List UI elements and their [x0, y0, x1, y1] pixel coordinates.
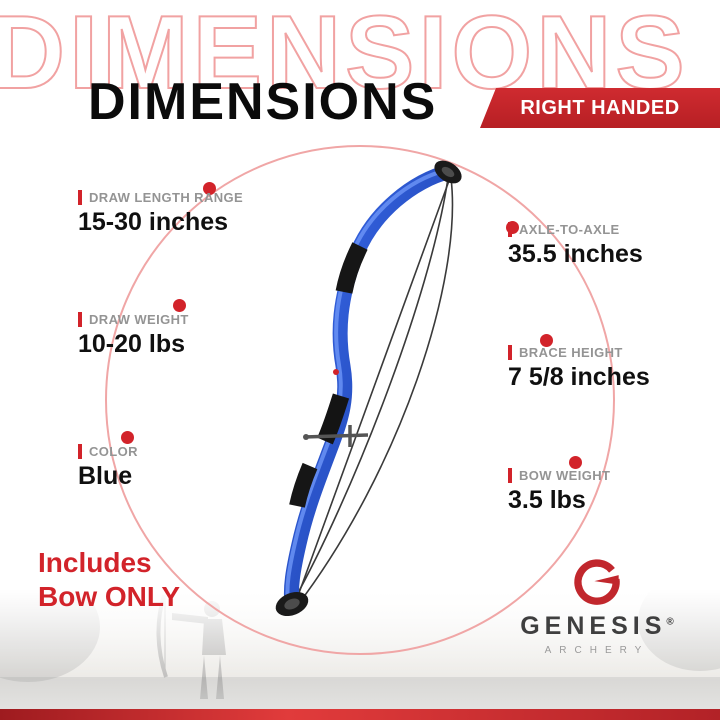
- page-title: DIMENSIONS: [88, 73, 438, 131]
- spec-label: BOW WEIGHT: [519, 468, 611, 483]
- spec-dot-draw-weight: [173, 299, 186, 312]
- spec-bow-weight: BOW WEIGHT 3.5 lbs: [508, 468, 610, 515]
- spec-value: 10-20 lbs: [78, 330, 186, 358]
- archer-leg-left: [200, 655, 208, 699]
- spec-dot-color: [121, 431, 134, 444]
- genesis-g-icon: [574, 559, 620, 605]
- brand-name: GENESIS®: [492, 612, 702, 641]
- spec-draw-weight: DRAW WEIGHT 10-20 lbs: [78, 312, 189, 359]
- spec-dot-bow-weight: [569, 456, 582, 469]
- dimension-circle: [105, 145, 615, 655]
- includes-line2: Bow ONLY: [38, 581, 181, 613]
- right-handed-banner: RIGHT HANDED: [480, 88, 720, 128]
- archer-torso: [202, 619, 226, 655]
- ground: [0, 677, 720, 709]
- spec-label: DRAW LENGTH RANGE: [89, 190, 244, 205]
- spec-value: 3.5 lbs: [508, 486, 586, 514]
- spec-label: DRAW WEIGHT: [89, 312, 189, 327]
- spec-value: 35.5 inches: [508, 240, 643, 268]
- spec-tick: [508, 345, 512, 360]
- spec-color: COLOR Blue: [78, 444, 138, 491]
- spec-tick: [78, 444, 82, 459]
- genesis-logo: GENESIS® ARCHERY: [492, 556, 702, 656]
- spec-dot-draw-length: [203, 182, 216, 195]
- spec-axle-to-axle: AXLE-TO-AXLE 35.5 inches: [508, 222, 643, 269]
- spec-tick: [508, 468, 512, 483]
- registered-mark: ®: [666, 616, 674, 628]
- archer-leg-right: [216, 655, 224, 699]
- bottom-red-bar: [0, 709, 720, 720]
- spec-label: COLOR: [89, 444, 138, 459]
- includes-line1: Includes: [38, 547, 152, 578]
- spec-value: 15-30 inches: [78, 208, 229, 236]
- spec-draw-length-range: DRAW LENGTH RANGE 15-30 inches: [78, 190, 243, 237]
- spec-tick: [508, 222, 512, 237]
- brand-sub: ARCHERY: [544, 645, 650, 656]
- spec-brace-height: BRACE HEIGHT 7 5/8 inches: [508, 345, 650, 392]
- banner-label: RIGHT HANDED: [520, 96, 680, 119]
- spec-value: Blue: [78, 462, 133, 490]
- spec-label: BRACE HEIGHT: [519, 345, 623, 360]
- spec-tick: [78, 312, 82, 327]
- spec-label: AXLE-TO-AXLE: [519, 222, 620, 237]
- archer-arm: [172, 613, 208, 624]
- brand-text: GENESIS: [520, 612, 667, 640]
- spec-value: 7 5/8 inches: [508, 363, 650, 391]
- includes-note: Includes Bow ONLY: [38, 546, 180, 614]
- spec-dot-brace: [540, 334, 553, 347]
- spec-tick: [78, 190, 82, 205]
